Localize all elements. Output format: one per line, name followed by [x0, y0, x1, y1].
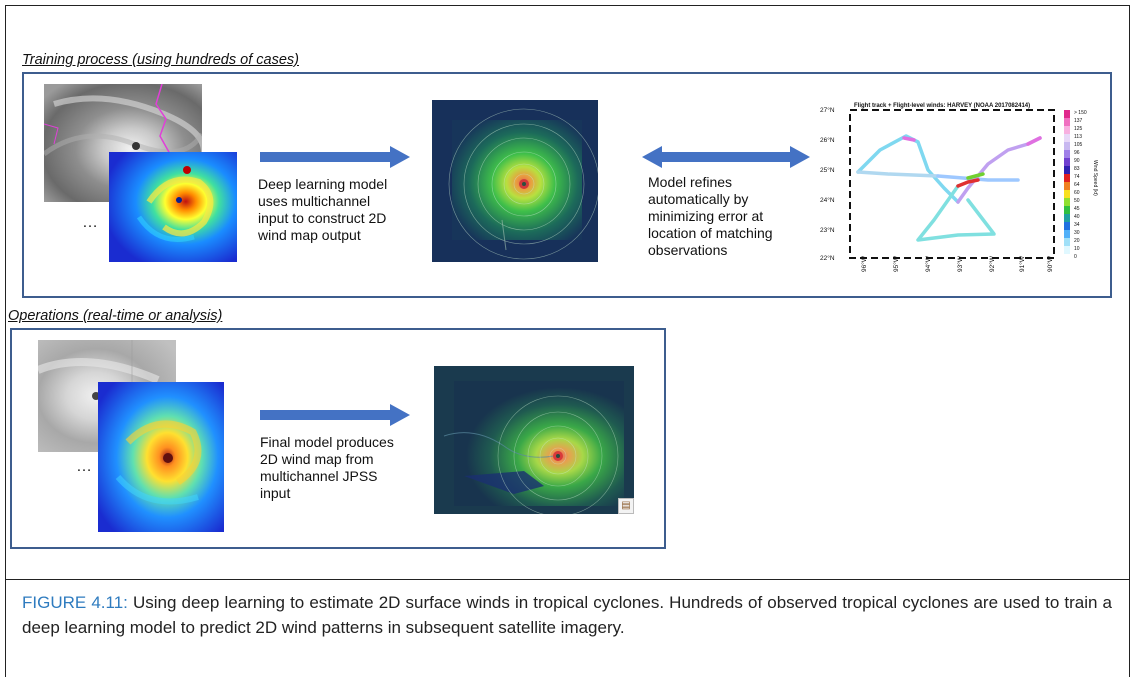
svg-text:83: 83 [1074, 166, 1080, 172]
svg-text:96: 96 [1074, 150, 1080, 156]
right-arrow-icon [260, 404, 410, 426]
operations-panel: … Final model produces 2D wind map from … [10, 328, 666, 549]
svg-text:90: 90 [1074, 158, 1080, 164]
y-tick: 26°N [820, 136, 835, 144]
x-tick: 96°W [860, 255, 868, 272]
svg-text:137: 137 [1074, 118, 1083, 124]
x-tick: 92°W [988, 255, 996, 272]
flight-track-chart: Flight track + Flight-level winds: HARVE… [818, 100, 1108, 296]
svg-text:30: 30 [1074, 230, 1080, 236]
training-panel: … Deep learning model uses multichannel … [22, 72, 1112, 298]
svg-text:45: 45 [1074, 206, 1080, 212]
svg-text:105: 105 [1074, 142, 1083, 148]
svg-text:34: 34 [1074, 222, 1080, 228]
svg-text:20: 20 [1074, 238, 1080, 244]
figure-label: FIGURE 4.11: [22, 593, 128, 612]
operations-model-description: Final model produces 2D wind map from mu… [260, 434, 394, 501]
y-tick: 25°N [820, 166, 835, 174]
figure-caption: FIGURE 4.11: Using deep learning to esti… [22, 590, 1112, 640]
svg-text:> 150: > 150 [1074, 110, 1087, 116]
y-tick: 23°N [820, 226, 835, 234]
wind-speed-colorbar [1064, 110, 1070, 254]
x-tick: 94°W [924, 255, 932, 272]
colorbar-label: Wind Speed (kt) [1092, 160, 1098, 196]
x-tick: 90°W [1046, 255, 1054, 272]
svg-text:10: 10 [1074, 246, 1080, 252]
refinement-description: Model refines automatically by minimizin… [648, 174, 773, 258]
operations-ellipsis: … [76, 458, 93, 475]
svg-text:50: 50 [1074, 198, 1080, 204]
training-title: Training process (using hundreds of case… [22, 52, 299, 68]
operations-wind-map [434, 366, 634, 514]
x-tick: 93°W [956, 255, 964, 272]
svg-text:74: 74 [1074, 174, 1080, 180]
svg-text:40: 40 [1074, 214, 1080, 220]
x-tick: 91°W [1018, 255, 1026, 272]
caption-divider [5, 579, 1130, 580]
training-wind-map [432, 100, 598, 262]
training-model-description: Deep learning model uses multichannel in… [258, 176, 388, 243]
flight-chart-title: Flight track + Flight-level winds: HARVE… [854, 103, 1030, 109]
svg-text:113: 113 [1074, 134, 1082, 140]
svg-text:60: 60 [1074, 190, 1080, 196]
right-arrow-icon [260, 146, 410, 168]
y-tick: 24°N [820, 196, 835, 204]
svg-text:0: 0 [1074, 254, 1077, 260]
operations-microwave-image [98, 382, 224, 532]
caption-text: Using deep learning to estimate 2D surfa… [22, 593, 1113, 637]
training-ellipsis: … [82, 214, 99, 231]
operations-title: Operations (real-time or analysis) [8, 308, 223, 324]
svg-text:64: 64 [1074, 182, 1080, 188]
double-arrow-icon [642, 146, 810, 168]
y-tick: 27°N [820, 106, 835, 114]
x-tick: 95°W [892, 255, 900, 272]
paste-options-icon[interactable]: ▤ [618, 498, 634, 514]
y-tick: 22°N [820, 254, 835, 262]
training-microwave-image [109, 152, 237, 262]
figure-frame [5, 5, 1130, 677]
svg-text:125: 125 [1074, 126, 1083, 132]
